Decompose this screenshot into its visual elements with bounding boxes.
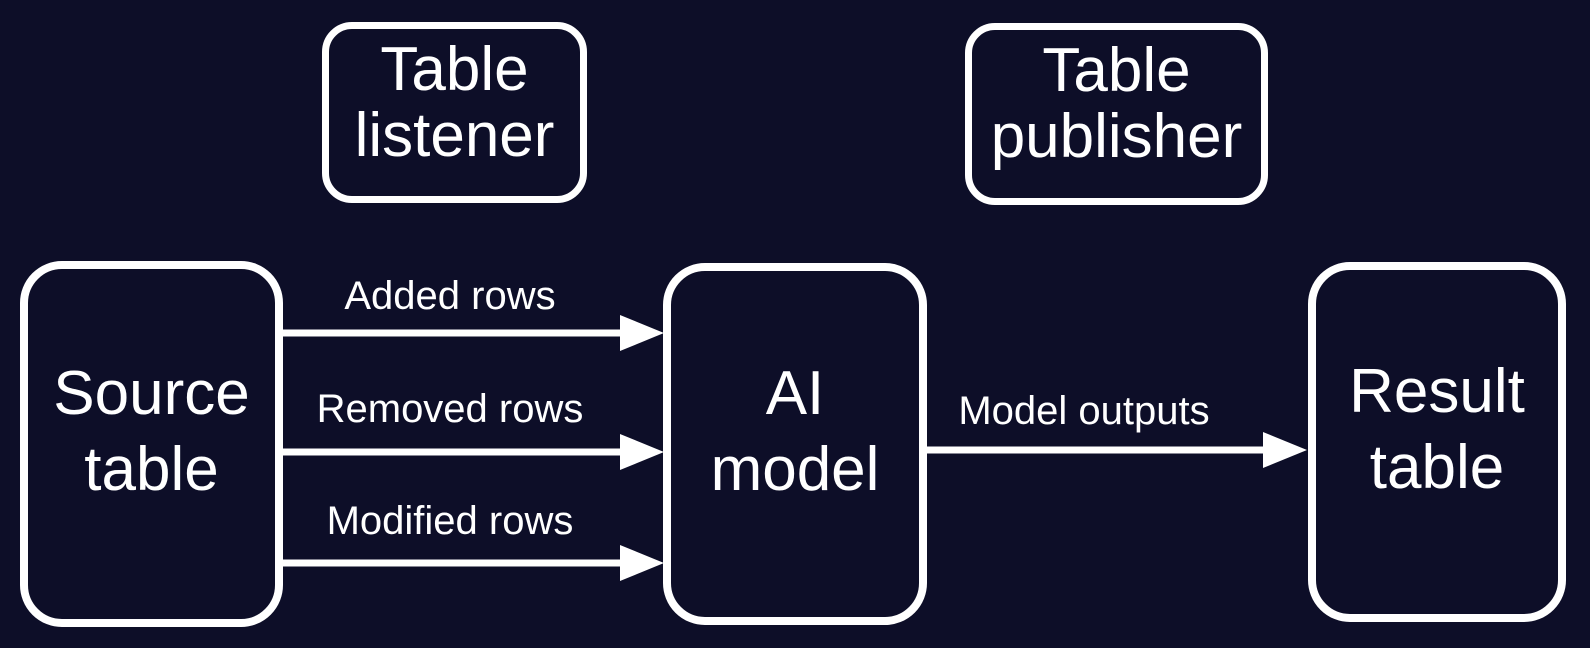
- node-table-listener: Table listener: [322, 22, 587, 203]
- edge-label-model-outputs: Model outputs: [958, 389, 1210, 433]
- arrowhead-icon: [620, 545, 664, 581]
- arrow-added-rows: [283, 315, 664, 351]
- node-label-line: Source: [53, 359, 250, 428]
- node-label-line: publisher: [990, 102, 1243, 171]
- node-table-publisher: Table publisher: [965, 23, 1268, 205]
- node-label-line: Table: [1042, 36, 1191, 105]
- node-label-line: table: [1369, 433, 1505, 502]
- edge-label-modified-rows: Modified rows: [326, 499, 574, 543]
- edge-label-added-rows: Added rows: [344, 274, 556, 318]
- node-label: AI model: [711, 356, 880, 508]
- node-label: Table publisher: [991, 38, 1243, 170]
- node-label: Source table: [53, 356, 249, 508]
- arrowhead-icon: [620, 434, 664, 470]
- node-label-line: AI: [765, 359, 825, 428]
- node-label: Table listener: [354, 34, 555, 170]
- node-label-line: Table: [380, 34, 529, 104]
- node-label-line: table: [84, 435, 219, 504]
- node-label-line: model: [710, 435, 880, 504]
- node-label: Result table: [1349, 354, 1525, 506]
- node-label-line: listener: [354, 100, 555, 170]
- node-source-table: Source table: [20, 261, 283, 627]
- arrowhead-icon: [1263, 432, 1307, 468]
- arrow-modified-rows: [283, 545, 664, 581]
- arrow-removed-rows: [283, 434, 664, 470]
- node-ai-model: AI model: [663, 263, 927, 625]
- edge-label-removed-rows: Removed rows: [316, 387, 584, 431]
- arrow-model-outputs: [926, 432, 1307, 468]
- node-result-table: Result table: [1308, 262, 1566, 622]
- node-label-line: Result: [1349, 357, 1525, 426]
- arrowhead-icon: [620, 315, 664, 351]
